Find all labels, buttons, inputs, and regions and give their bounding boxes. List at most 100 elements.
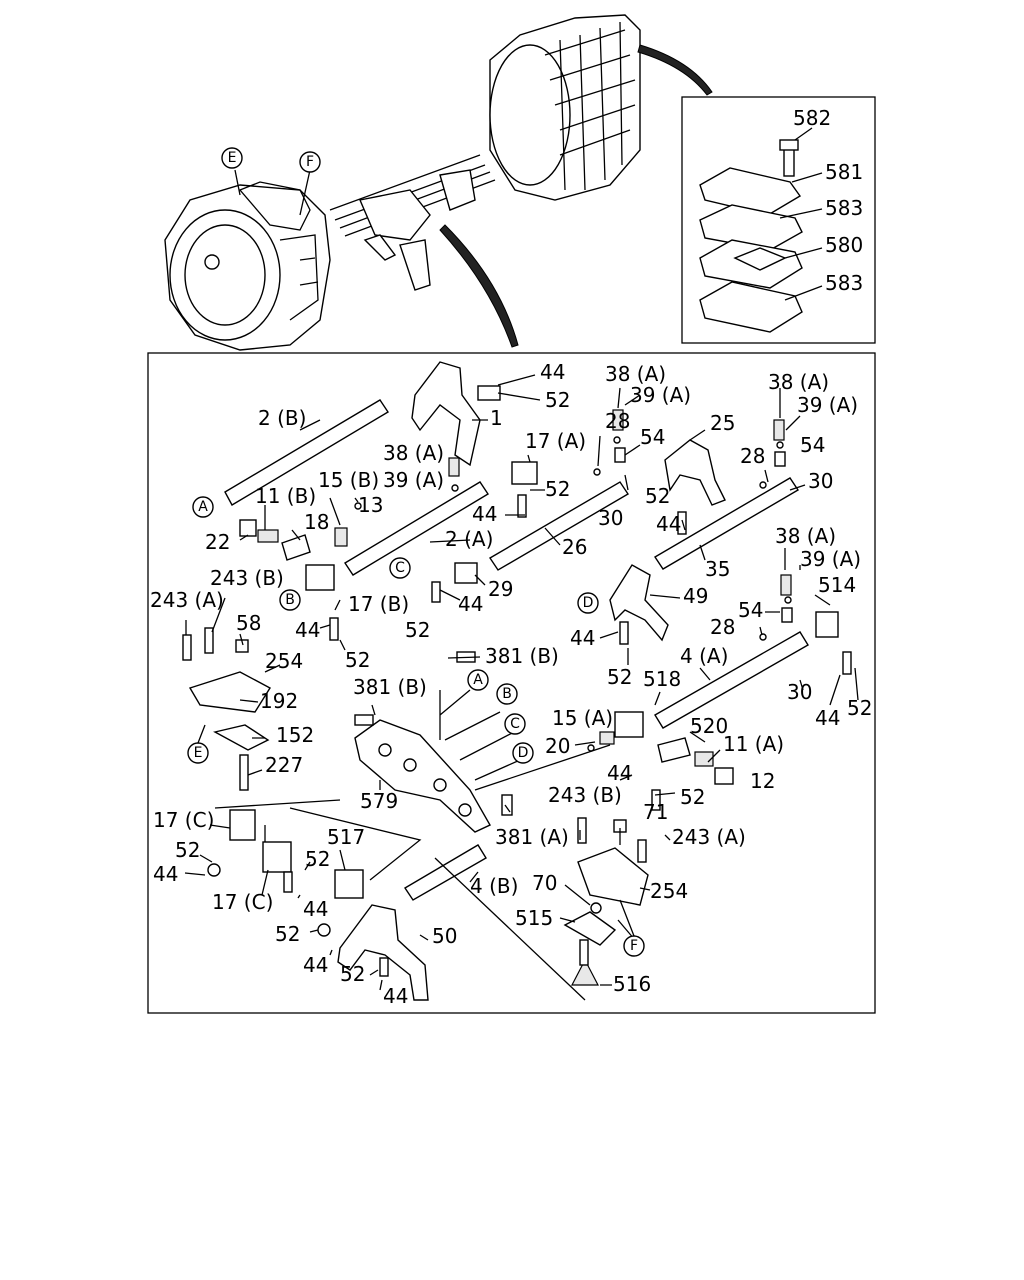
label-28-3: 28	[710, 615, 735, 639]
label-4A: 4 (A)	[680, 644, 728, 668]
shift-forks	[337, 361, 726, 1001]
label-18: 18	[304, 510, 329, 534]
callout-B-right: B	[502, 686, 512, 702]
shaft-2B	[224, 399, 389, 506]
label-520: 520	[690, 714, 728, 738]
label-518: 518	[643, 667, 681, 691]
label-28-2: 28	[740, 444, 765, 468]
label-39A-3: 39 (A)	[383, 468, 444, 492]
label-52-b: 52	[645, 484, 670, 508]
label-52-d: 52	[345, 648, 370, 672]
label-52-i: 52	[305, 847, 330, 871]
shaft-35	[654, 477, 799, 570]
callout-D-right: D	[518, 745, 529, 761]
shaft-4A	[654, 631, 809, 729]
label-70: 70	[532, 871, 557, 895]
label-25: 25	[710, 411, 735, 435]
label-22: 22	[205, 530, 230, 554]
label-38A-4: 38 (A)	[775, 524, 836, 548]
callout-F-top-label: F	[306, 154, 314, 170]
label-243A-2: 243 (A)	[672, 825, 746, 849]
label-1: 1	[490, 406, 503, 430]
label-39A-4: 39 (A)	[800, 547, 861, 571]
callout-E-top	[221, 147, 243, 169]
label-381A: 381 (A)	[495, 825, 569, 849]
label-15A: 15 (A)	[552, 706, 613, 730]
label-44-d: 44	[295, 618, 320, 642]
label-381B-2: 381 (B)	[353, 675, 427, 699]
label-579: 579	[360, 789, 398, 813]
label-44-h: 44	[153, 862, 178, 886]
shift-shafts	[224, 399, 809, 901]
label-17B: 17 (B)	[348, 592, 409, 616]
lever-152	[213, 724, 270, 751]
label-52-f: 52	[847, 696, 872, 720]
label-52-h: 52	[175, 838, 200, 862]
callout-E-lower: E	[194, 745, 203, 761]
label-583-lower: 583	[825, 271, 863, 295]
label-514: 514	[818, 573, 856, 597]
label-38A-1: 38 (A)	[605, 362, 666, 386]
label-4B: 4 (B)	[470, 874, 518, 898]
callout-D-left: D	[583, 595, 594, 611]
callout-E-top-label: E	[228, 150, 237, 166]
label-38A-2: 38 (A)	[768, 370, 829, 394]
plate-254-left	[188, 671, 271, 713]
label-254-2: 254	[650, 879, 688, 903]
fork-49	[609, 564, 669, 642]
fork-1	[411, 361, 481, 467]
label-381B-1: 381 (B)	[485, 644, 559, 668]
lever-515	[563, 911, 617, 946]
callout-C-right: C	[510, 716, 520, 732]
shaft-2A	[344, 481, 489, 576]
front-transmission-case	[164, 181, 331, 351]
label-44-top: 44	[540, 360, 565, 384]
callout-C-left: C	[395, 560, 405, 576]
label-17C-1: 17 (C)	[153, 808, 214, 832]
label-30-2: 30	[598, 506, 623, 530]
main-callouts: A B C D A B C D E F	[187, 496, 645, 957]
callout-F-lower: F	[630, 938, 638, 954]
callout-B-left: B	[285, 592, 295, 608]
fork-50	[337, 904, 429, 1001]
label-54-1: 54	[640, 425, 665, 449]
label-52-a: 52	[545, 477, 570, 501]
label-29: 29	[488, 577, 513, 601]
label-15B: 15 (B)	[318, 468, 379, 492]
label-58: 58	[236, 611, 261, 635]
small-components	[182, 385, 852, 977]
label-52-g: 52	[680, 785, 705, 809]
label-30-3: 30	[787, 680, 812, 704]
label-152: 152	[276, 723, 314, 747]
label-12: 12	[750, 769, 775, 793]
label-516: 516	[613, 972, 651, 996]
label-52-e: 52	[607, 665, 632, 689]
exploded-view-frame	[147, 352, 876, 1014]
label-17A: 17 (A)	[525, 429, 586, 453]
label-17C-2: 17 (C)	[212, 890, 273, 914]
callout-F-top	[299, 151, 321, 173]
label-254-1: 254	[265, 649, 303, 673]
label-30-1: 30	[808, 469, 833, 493]
label-49: 49	[683, 584, 708, 608]
connection-lines	[214, 689, 611, 1001]
label-71: 71	[643, 800, 668, 824]
label-44-i: 44	[303, 897, 328, 921]
label-2A: 2 (A)	[445, 527, 493, 551]
label-583-upper: 583	[825, 196, 863, 220]
label-582: 582	[793, 106, 831, 130]
label-243A-1: 243 (A)	[150, 588, 224, 612]
label-28-1: 28	[605, 409, 630, 433]
inset-parts	[699, 139, 803, 333]
label-580: 580	[825, 233, 863, 257]
label-52-k: 52	[340, 962, 365, 986]
shift-rail-assembly	[329, 154, 519, 348]
label-243B-2: 243 (B)	[548, 783, 622, 807]
cover-detail-inset	[681, 96, 876, 344]
label-54-2: 54	[800, 433, 825, 457]
boot-516	[571, 958, 599, 986]
label-44-c: 44	[458, 592, 483, 616]
label-52-j: 52	[275, 922, 300, 946]
leader-lines	[184, 374, 859, 991]
